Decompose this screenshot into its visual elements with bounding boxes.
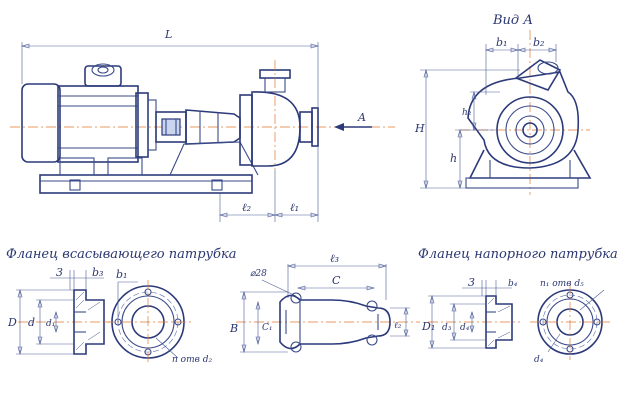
dim-b4: b₄ [508, 279, 518, 289]
dim-h2: h₂ [462, 108, 472, 118]
dim-phi28: ⌀28 [250, 269, 267, 279]
dim-C1: C₁ [262, 323, 273, 333]
dim-H: H [414, 122, 425, 135]
suction-flange-title: Фланец всасывающего патрубка [6, 247, 237, 262]
dim-d4: d₄ [534, 355, 544, 365]
dim-D: D [7, 316, 17, 329]
dim-d: d [28, 316, 35, 329]
dim-l1: ℓ₁ [290, 201, 299, 214]
dim-3-discharge: 3 [468, 276, 475, 289]
dim-b1-suction: b₁ [116, 268, 127, 281]
dim-L: L [164, 28, 172, 41]
dim-b1: b₁ [496, 36, 507, 49]
dim-l2: ℓ₂ [242, 201, 251, 214]
dim-b3: b₃ [92, 266, 103, 279]
dim-l2-body: ℓ₂ [394, 321, 402, 331]
dim-h: h [450, 152, 457, 165]
dim-n-d5: n₁ отв d₅ [540, 279, 584, 289]
nozzle-body-view [236, 263, 420, 354]
dim-view-arrow-A: A [357, 111, 366, 124]
dim-n-d2: n отв d₂ [172, 355, 212, 365]
view-a-title: Вид А [492, 13, 533, 28]
dim-l3: ℓ₃ [330, 252, 339, 265]
view-a [420, 30, 592, 195]
dim-D1: D₁ [421, 320, 435, 333]
dim-d3: d₃ [442, 323, 452, 333]
dim-B: B [229, 322, 238, 335]
discharge-flange-section [428, 280, 610, 360]
dim-3-suction: 3 [56, 266, 63, 279]
dim-b2: b₂ [533, 36, 544, 49]
pump-side-view [10, 42, 395, 222]
discharge-flange-title: Фланец напорного патрубка [418, 247, 618, 262]
dim-C: C [332, 274, 341, 287]
dim-d4-left: d₄ [460, 323, 470, 333]
dim-d1: d₁ [46, 319, 55, 329]
suction-flange-section [16, 270, 192, 364]
